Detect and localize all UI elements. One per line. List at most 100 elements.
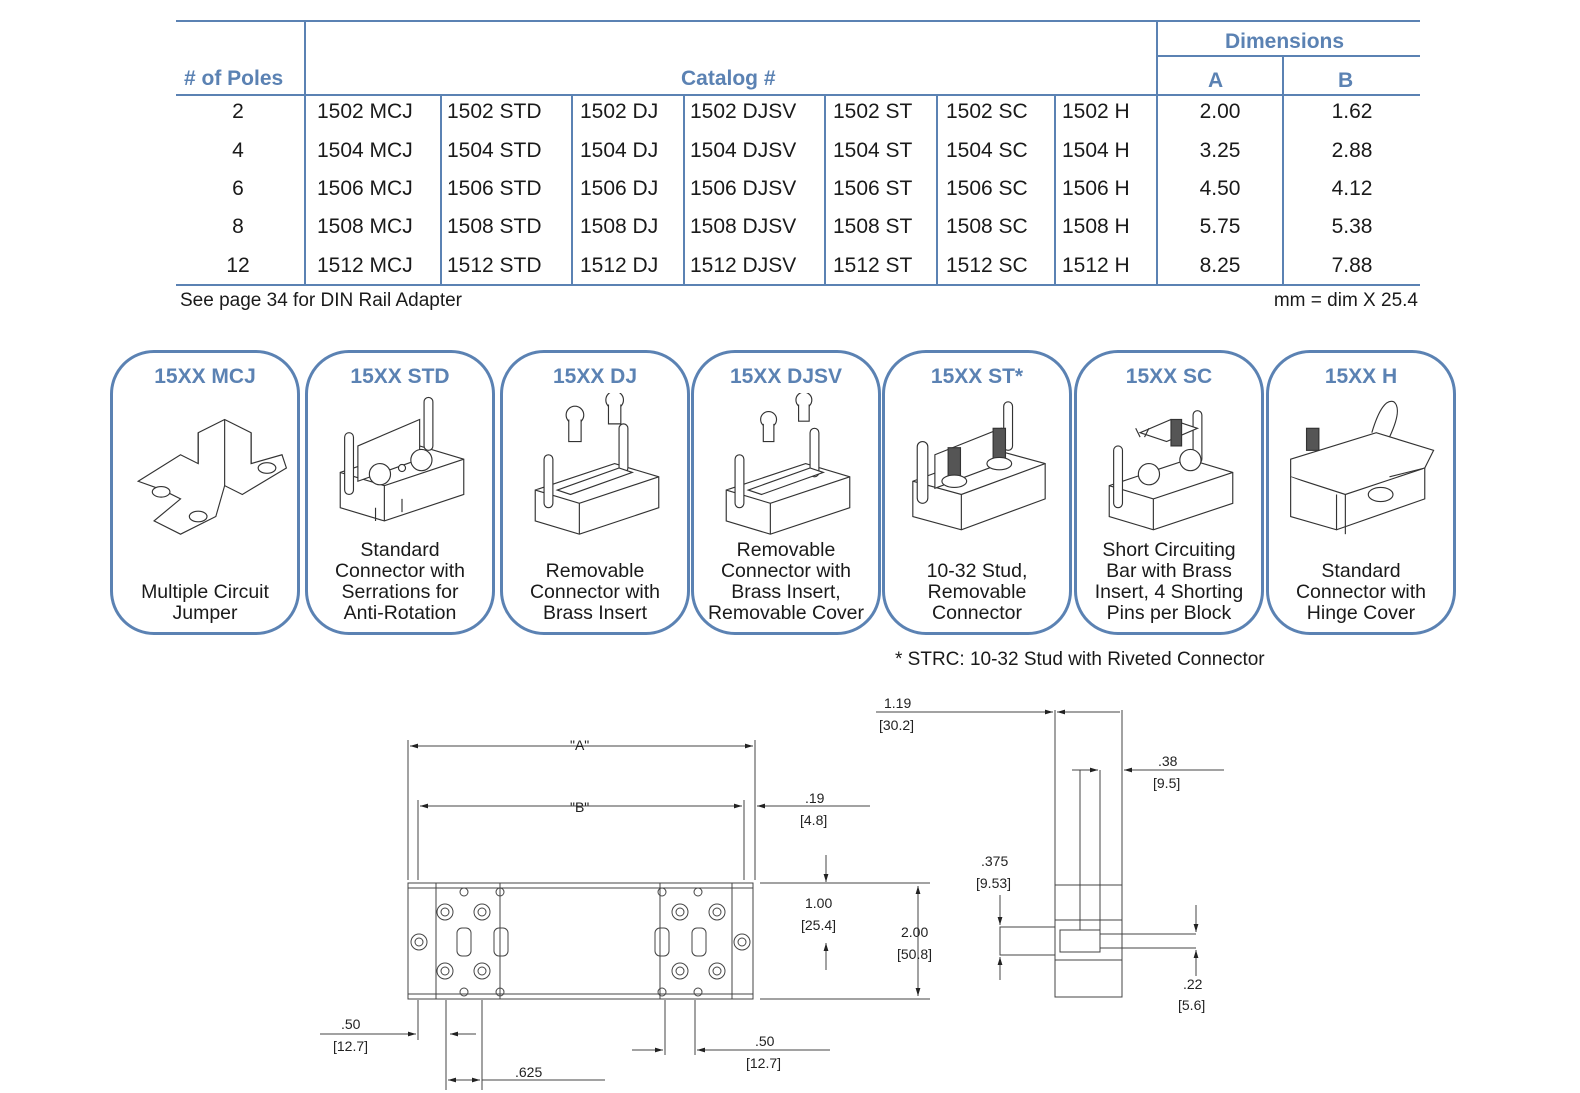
- card-description-line: Removable Cover: [707, 602, 865, 624]
- header-catalog: Catalog #: [681, 67, 776, 90]
- catalog-cell: 1502 SC: [946, 100, 1028, 123]
- dim-100: 1.00: [805, 895, 832, 911]
- catalog-cell: 1512 DJSV: [690, 254, 797, 277]
- dim-022-mm: [5.6]: [1178, 997, 1205, 1013]
- catalog-cell: 1502 STD: [447, 100, 542, 123]
- card-description-line: Removable: [545, 560, 645, 582]
- catalog-cell: 1508 H: [1062, 215, 1130, 238]
- dim-119-mm: [30.2]: [879, 717, 914, 733]
- card-description-line: Brass Insert: [542, 602, 648, 624]
- col-divider: [824, 96, 826, 286]
- side-dimension-lines: [876, 709, 1224, 980]
- mm-conversion-note: mm = dim X 25.4: [1273, 290, 1418, 311]
- dim-200-mm: [50.8]: [897, 946, 932, 962]
- dim-022: .22: [1183, 976, 1203, 992]
- card-title: 15XX ST*: [930, 365, 1024, 388]
- catalog-cell: 1508 MCJ: [317, 215, 413, 238]
- dim-119: 1.19: [884, 695, 911, 711]
- catalog-cell: 1508 ST: [833, 215, 913, 238]
- card-description-line: 10-32 Stud,: [926, 560, 1028, 582]
- connector-illustration: [339, 396, 465, 522]
- card-description-line: Anti-Rotation: [343, 602, 457, 624]
- dim-A-label: "A": [570, 737, 589, 753]
- card-title: 15XX DJSV: [729, 365, 843, 388]
- catalog-cell: 1502 MCJ: [317, 100, 413, 123]
- front-view: [407, 882, 754, 1000]
- catalog-cell: 1506 MCJ: [317, 177, 413, 200]
- card-description-line: Insert, 4 Shorting: [1094, 581, 1244, 603]
- dim-b-cell: 5.38: [1331, 215, 1373, 238]
- catalog-cell: 1506 STD: [447, 177, 542, 200]
- card-description-line: Short Circuiting: [1102, 539, 1236, 561]
- catalog-cell: 1508 DJ: [580, 215, 659, 238]
- dim-050-left: .50: [341, 1016, 361, 1032]
- catalog-cell: 1504 H: [1062, 139, 1130, 162]
- catalog-cell: 1512 SC: [946, 254, 1028, 277]
- catalog-cell: 1512 DJ: [580, 254, 659, 277]
- card-description-line: Removable: [927, 581, 1027, 603]
- table-top-rule: [176, 20, 1420, 22]
- card-description-line: Connector with: [720, 560, 852, 582]
- dim-b-cell: 4.12: [1331, 177, 1373, 200]
- dim-a-cell: 4.50: [1199, 177, 1241, 200]
- card-description-line: Pins per Block: [1106, 602, 1232, 624]
- catalog-cell: 1502 ST: [833, 100, 913, 123]
- footnote: * STRC: 10-32 Stud with Riveted Connecto…: [895, 649, 1265, 670]
- catalog-cell: 1502 DJ: [580, 100, 659, 123]
- col-divider: [440, 96, 442, 286]
- catalog-cell: 1506 SC: [946, 177, 1028, 200]
- dim-019: .19: [805, 790, 825, 806]
- poles-cell: 6: [232, 177, 244, 200]
- connector-illustration: [1108, 410, 1234, 531]
- front-dimension-lines: [320, 740, 930, 1090]
- catalog-cell: 1512 ST: [833, 254, 913, 277]
- card-title: 15XX STD: [350, 365, 450, 388]
- catalog-cell: 1502 H: [1062, 100, 1130, 123]
- catalog-cell: 1506 DJSV: [690, 177, 797, 200]
- card-title: 15XX MCJ: [154, 365, 256, 388]
- dimensions-rule: [1156, 55, 1420, 57]
- header-a: A: [1208, 69, 1224, 92]
- card-description-line: Jumper: [172, 602, 238, 624]
- poles-cell: 8: [232, 215, 244, 238]
- catalog-cell: 1504 DJ: [580, 139, 659, 162]
- catalog-cell: 1504 ST: [833, 139, 913, 162]
- catalog-cell: 1504 DJSV: [690, 139, 797, 162]
- card-description-line: Multiple Circuit: [141, 581, 269, 603]
- din-rail-note: See page 34 for DIN Rail Adapter: [180, 290, 463, 311]
- catalog-cell: 1512 STD: [447, 254, 542, 277]
- header-poles: # of Poles: [184, 67, 284, 90]
- side-view: [999, 710, 1196, 998]
- card-title: 15XX DJ: [552, 365, 638, 388]
- dim-100-mm: [25.4]: [801, 917, 836, 933]
- dim-a-cell: 3.25: [1199, 139, 1241, 162]
- card-description-line: Connector with: [529, 581, 661, 603]
- poles-cell: 12: [226, 254, 250, 277]
- card-description-line: Hinge Cover: [1306, 602, 1416, 624]
- catalog-cell: 1502 DJSV: [690, 100, 797, 123]
- header-dimensions: Dimensions: [1225, 30, 1345, 53]
- col-divider: [304, 20, 306, 286]
- card-description-line: Removable: [736, 539, 836, 561]
- dim-0375: .375: [981, 853, 1008, 869]
- card-description-line: Standard: [360, 539, 440, 561]
- catalog-cell: 1506 ST: [833, 177, 913, 200]
- catalog-cell: 1512 H: [1062, 254, 1130, 277]
- catalog-cell: 1512 MCJ: [317, 254, 413, 277]
- dim-050-left-mm: [12.7]: [333, 1038, 368, 1054]
- dim-a-cell: 8.25: [1199, 254, 1241, 277]
- catalog-cell: 1506 DJ: [580, 177, 659, 200]
- dim-200: 2.00: [901, 924, 928, 940]
- dim-a-cell: 2.00: [1199, 100, 1241, 123]
- col-divider: [571, 96, 573, 286]
- dim-B-label: "B": [570, 799, 589, 815]
- dim-b-cell: 1.62: [1331, 100, 1373, 123]
- dim-b-cell: 2.88: [1331, 139, 1373, 162]
